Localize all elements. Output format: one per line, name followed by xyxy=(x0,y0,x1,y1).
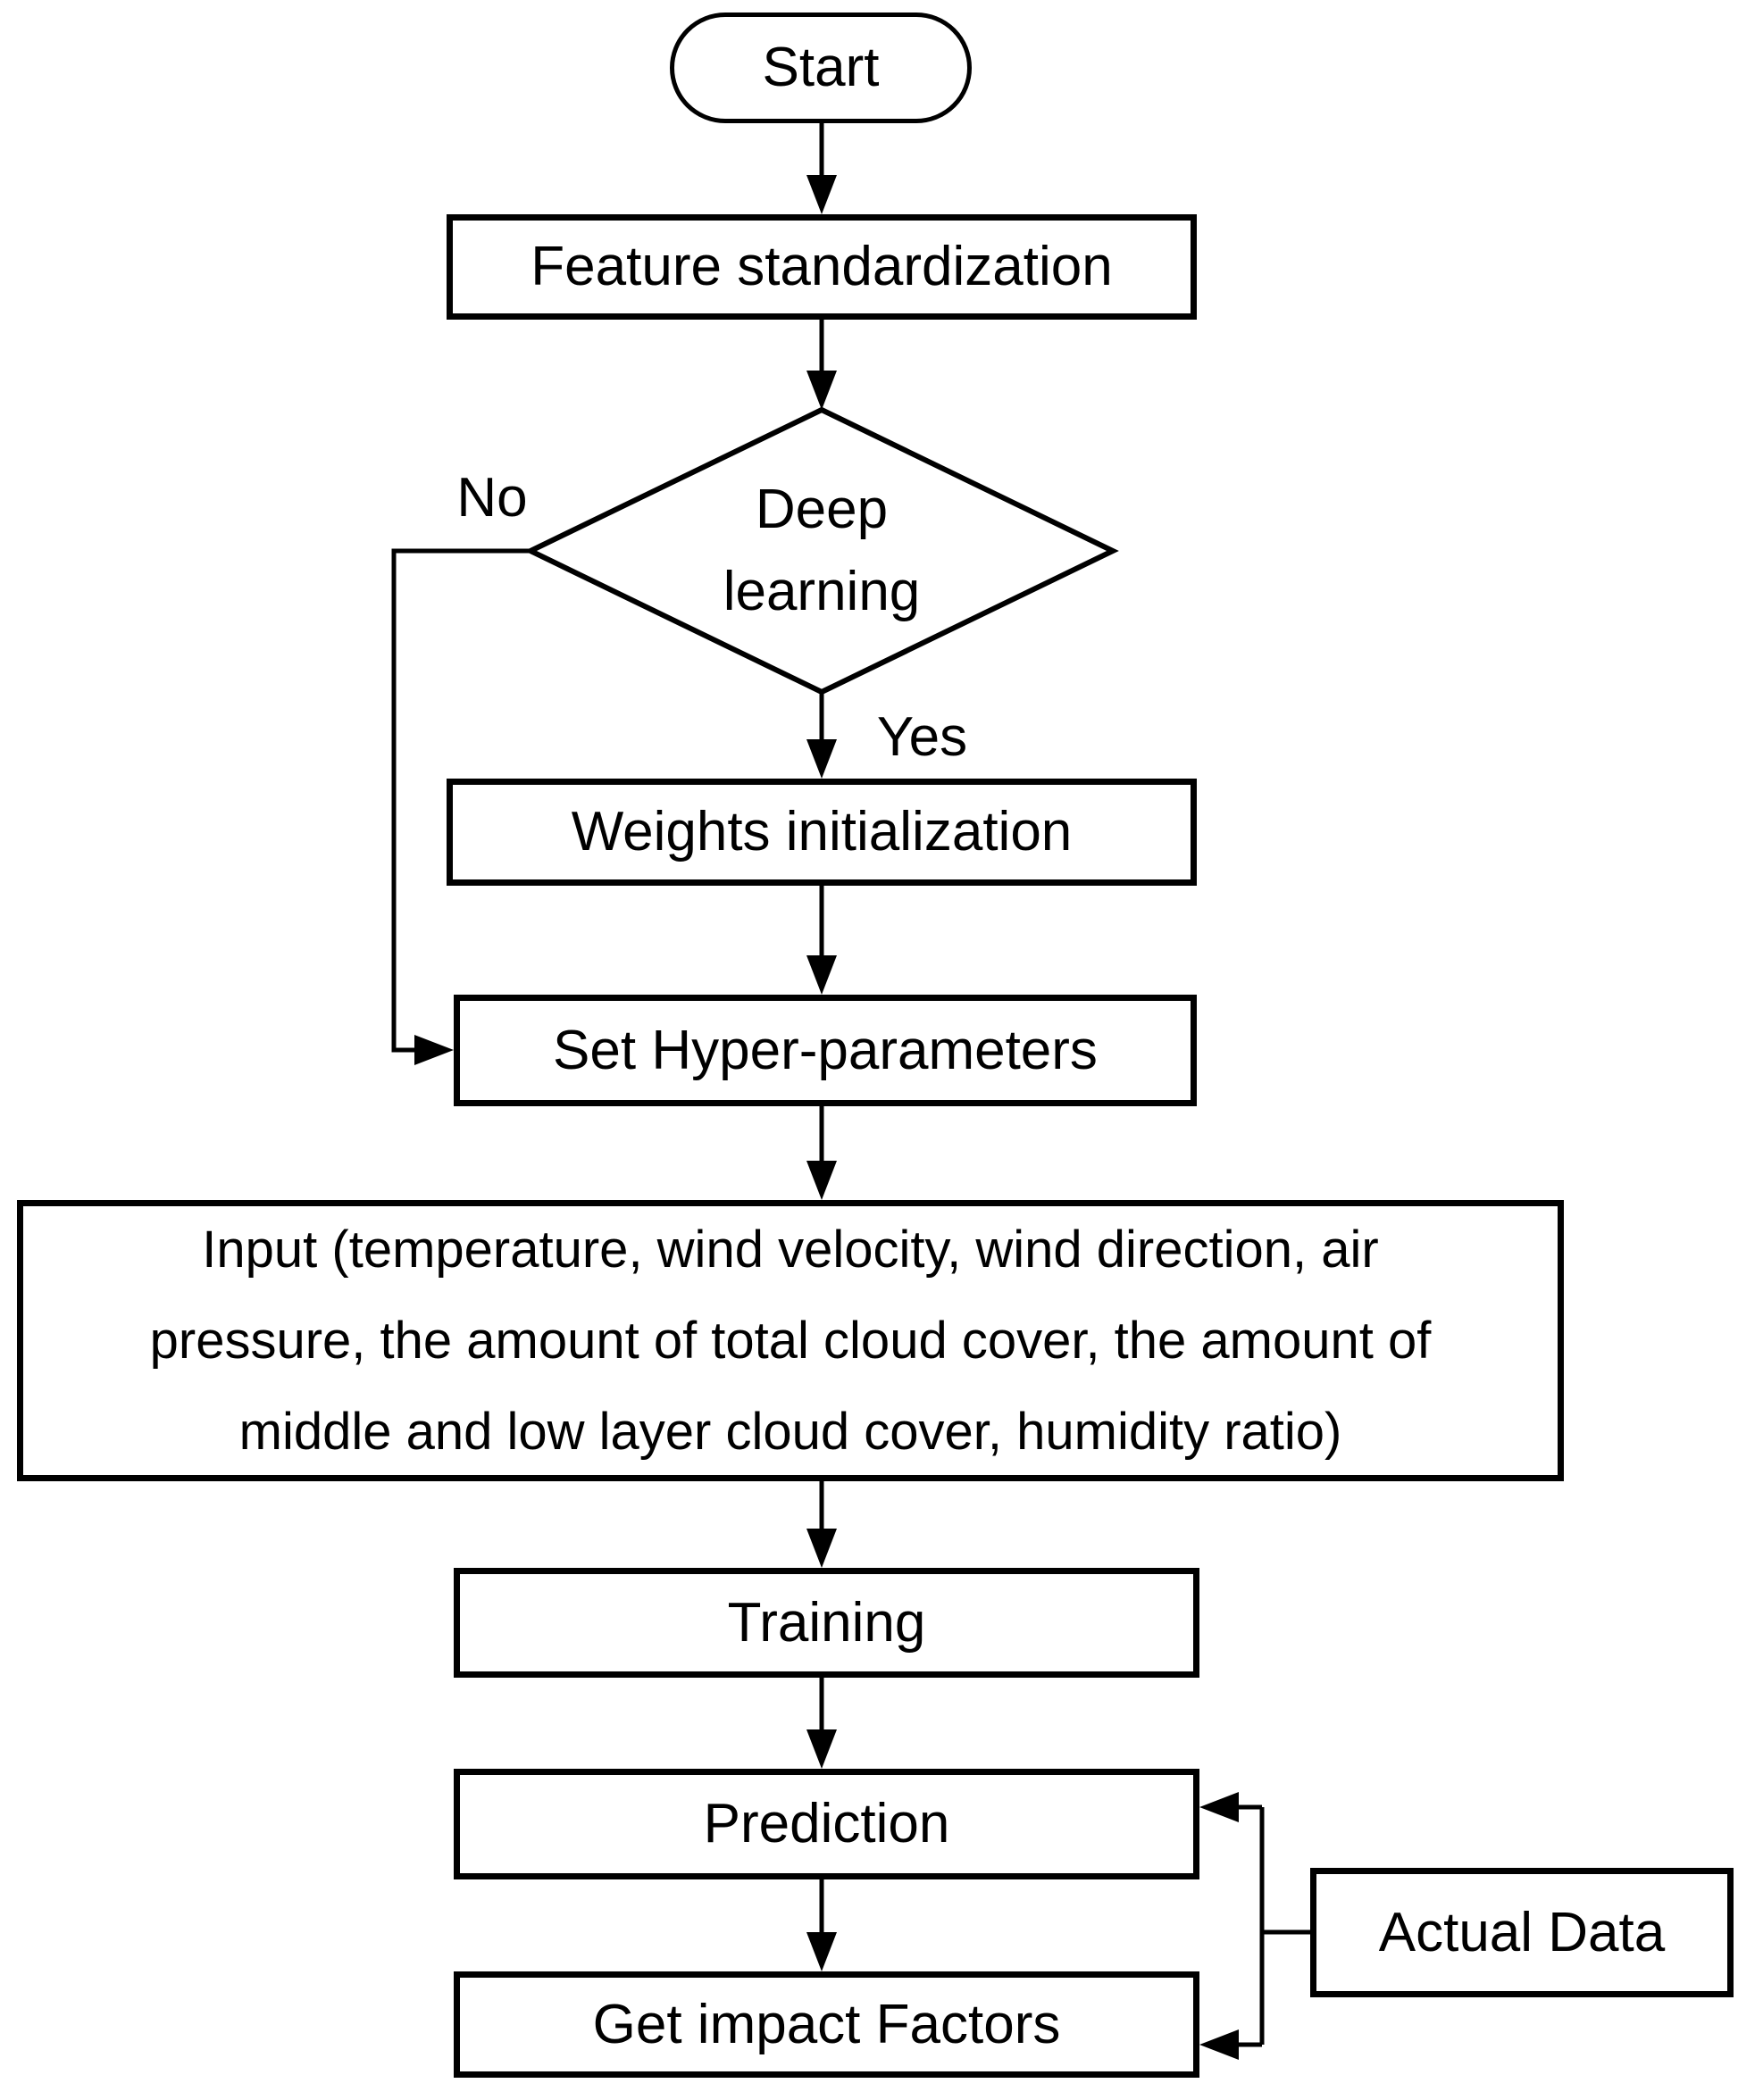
node-prediction-label: Prediction xyxy=(703,1793,950,1855)
edge-label-no: No xyxy=(456,467,528,529)
node-weights-initialization-label: Weights initialization xyxy=(571,801,1073,863)
arrowhead-input-to-training xyxy=(806,1529,837,1568)
input-line-2: pressure, the amount of total cloud cove… xyxy=(149,1311,1432,1370)
node-feature-standardization: Feature standardization xyxy=(447,214,1197,320)
node-training-label: Training xyxy=(727,1591,926,1654)
deep-learning-line-1: Deep xyxy=(755,479,889,540)
node-input: Input (temperature, wind velocity, wind … xyxy=(17,1200,1564,1481)
node-input-label: Input (temperature, wind velocity, wind … xyxy=(150,1204,1432,1478)
arrowhead-weights-to-hyper xyxy=(806,955,837,995)
node-feature-standardization-label: Feature standardization xyxy=(531,236,1113,298)
node-get-impact-factors: Get impact Factors xyxy=(454,1971,1199,2078)
node-training: Training xyxy=(454,1568,1199,1678)
input-line-3: middle and low layer cloud cover, humidi… xyxy=(238,1402,1342,1461)
node-actual-data-label: Actual Data xyxy=(1378,1901,1666,1963)
node-prediction: Prediction xyxy=(454,1769,1199,1879)
node-get-impact-factors-label: Get impact Factors xyxy=(592,1993,1061,2055)
arrow-no-branch xyxy=(391,548,531,1053)
node-start-label: Start xyxy=(762,37,880,99)
arrowhead-feature-to-decision xyxy=(806,371,837,410)
node-set-hyper-parameters: Set Hyper-parameters xyxy=(454,995,1197,1106)
arrowhead-yes-to-weights xyxy=(806,739,837,779)
arrowhead-training-to-prediction xyxy=(806,1729,837,1769)
node-actual-data: Actual Data xyxy=(1310,1868,1734,1997)
input-line-1: Input (temperature, wind velocity, wind … xyxy=(202,1220,1379,1279)
arrowhead-no-branch xyxy=(414,1035,454,1065)
deep-learning-line-2: learning xyxy=(723,561,921,622)
node-deep-learning-label: Deep learning xyxy=(688,469,956,633)
arrowhead-hyper-to-input xyxy=(806,1161,837,1200)
arrowhead-prediction-to-impact xyxy=(806,1932,837,1971)
node-start: Start xyxy=(670,12,972,123)
arrowhead-actual-to-prediction xyxy=(1199,1792,1239,1822)
arrowhead-start-to-feature xyxy=(806,175,837,214)
node-weights-initialization: Weights initialization xyxy=(447,779,1197,886)
node-set-hyper-parameters-label: Set Hyper-parameters xyxy=(553,1019,1098,1081)
arrowhead-actual-to-impact xyxy=(1199,2029,1239,2060)
edge-label-yes: Yes xyxy=(876,706,968,768)
